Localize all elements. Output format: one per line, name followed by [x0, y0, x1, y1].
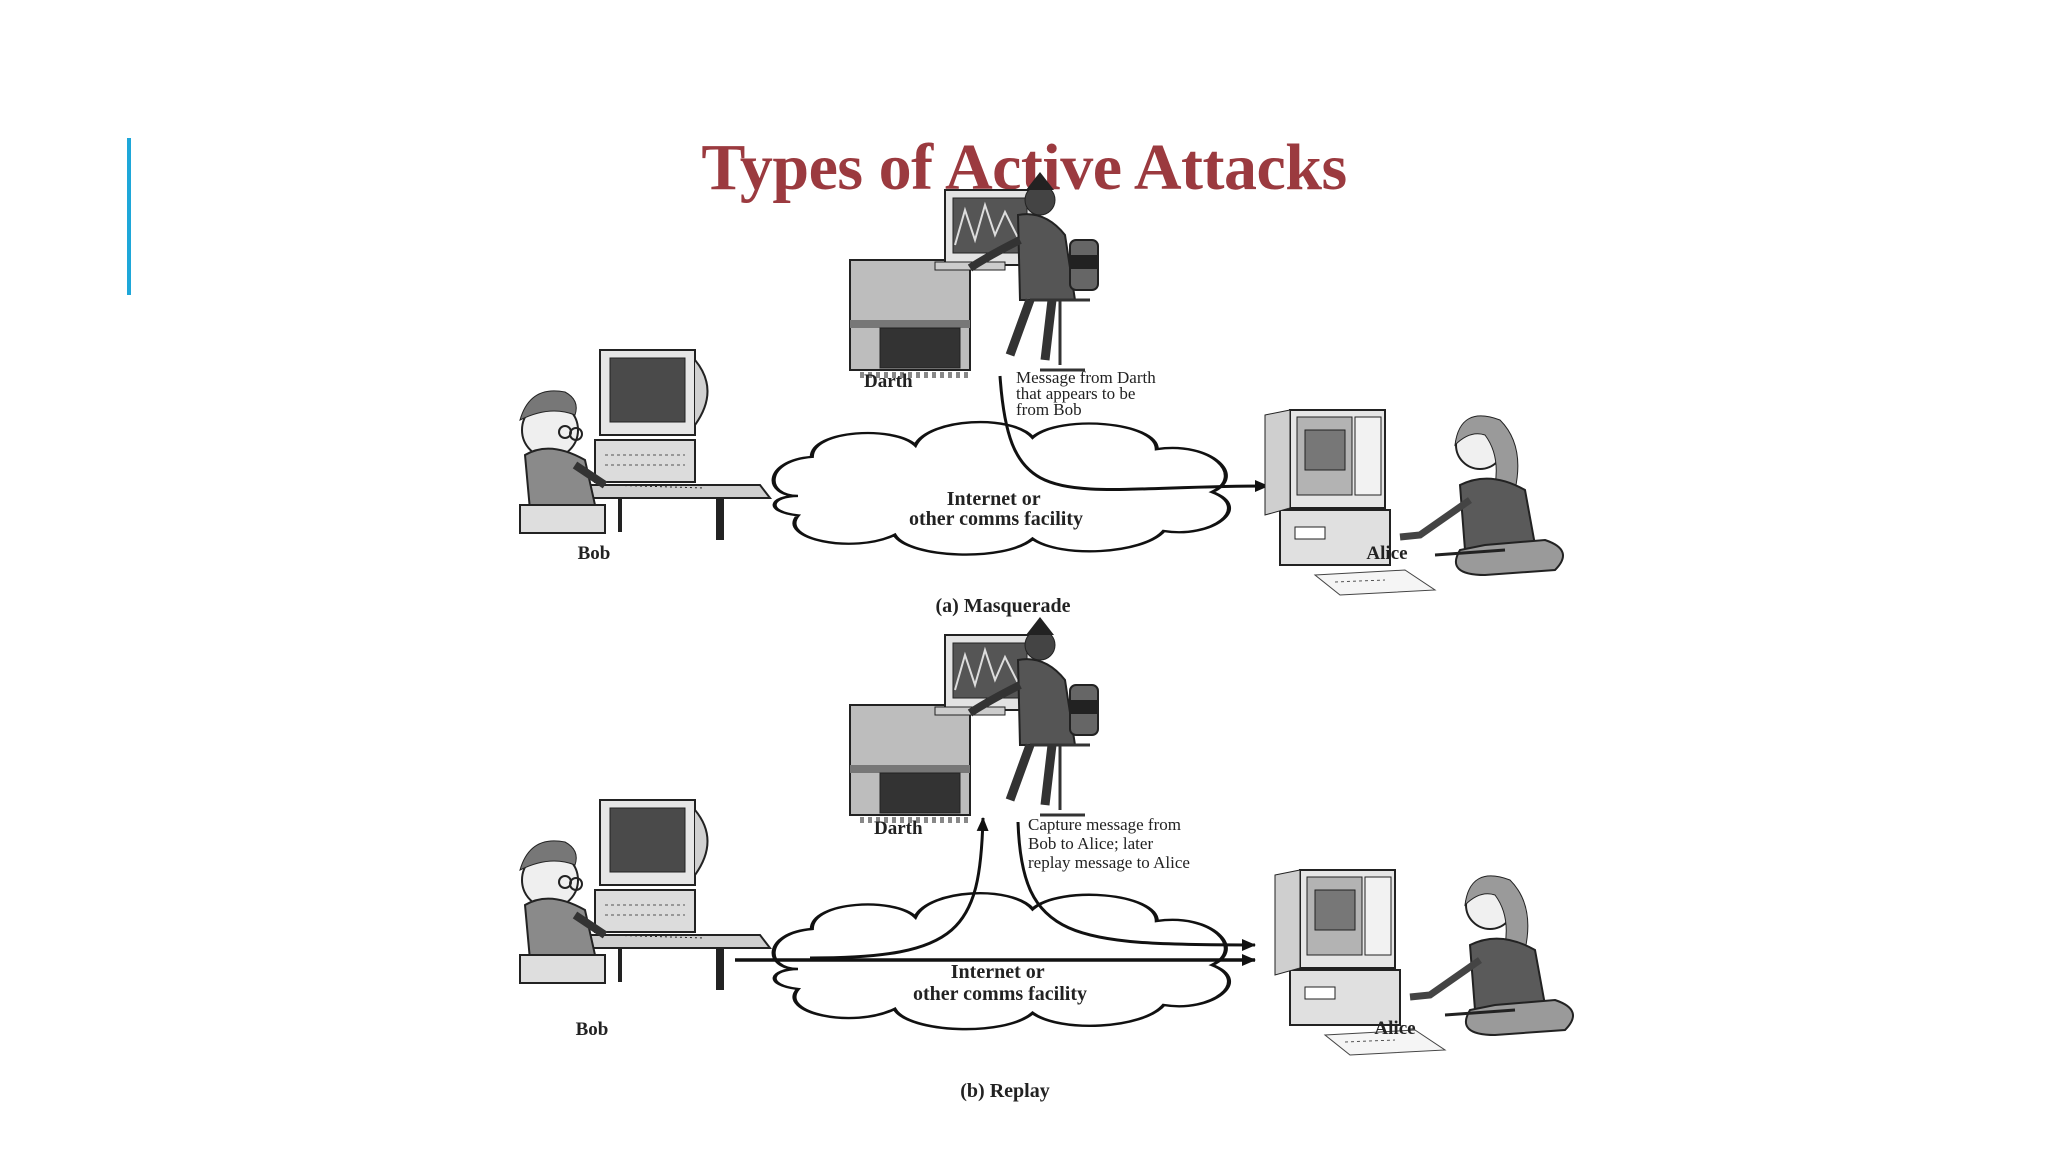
replay-cloud-line-2: other comms facility [913, 983, 1087, 1005]
replay-panel: Darth Capture message from Bob to Alice;… [520, 617, 1573, 1102]
masquerade-alice-label: Alice [1366, 543, 1407, 564]
masquerade-cloud-line-1: Internet or [947, 488, 1041, 510]
replay-note-line-2: Bob to Alice; later [1028, 834, 1153, 853]
replay-bob-label: Bob [576, 1019, 609, 1040]
replay-note-line-3: replay message to Alice [1028, 853, 1190, 872]
masquerade-note-line-1: Message from Darth [1016, 368, 1156, 387]
masquerade-cloud-line-2: other comms facility [909, 508, 1083, 530]
replay-darth-label: Darth [874, 818, 923, 839]
darth-hacker-icon [850, 172, 1098, 375]
masquerade-note: Message from Darth that appears to be fr… [1016, 368, 1160, 419]
darth-hacker-icon [850, 617, 1098, 820]
slide-accent-bar [127, 138, 131, 295]
masquerade-note-line-3: from Bob [1016, 400, 1082, 419]
replay-note: Capture message from Bob to Alice; later… [1028, 815, 1190, 872]
replay-caption: (b) Replay [960, 1080, 1049, 1102]
bob-icon [520, 350, 770, 540]
replay-alice-label: Alice [1374, 1018, 1415, 1039]
masquerade-cloud-text: Internet or other comms facility [909, 488, 1083, 530]
masquerade-note-line-2: that appears to be [1016, 384, 1135, 403]
replay-cloud-text: Internet or other comms facility [913, 961, 1087, 1005]
bob-icon [520, 800, 770, 990]
replay-arrow-capture [809, 817, 989, 960]
masquerade-caption: (a) Masquerade [936, 595, 1071, 617]
replay-arrow-replay [1016, 821, 1256, 951]
replay-cloud-line-1: Internet or [951, 961, 1045, 983]
replay-note-line-1: Capture message from [1028, 815, 1181, 834]
alice-icon [1275, 870, 1573, 1055]
alice-icon [1265, 410, 1563, 595]
masquerade-panel: Darth Message from Darth that appears to… [520, 172, 1563, 617]
masquerade-bob-label: Bob [578, 543, 611, 564]
masquerade-darth-label: Darth [864, 371, 913, 392]
masquerade-arrow-darth-to-alice [998, 375, 1269, 493]
